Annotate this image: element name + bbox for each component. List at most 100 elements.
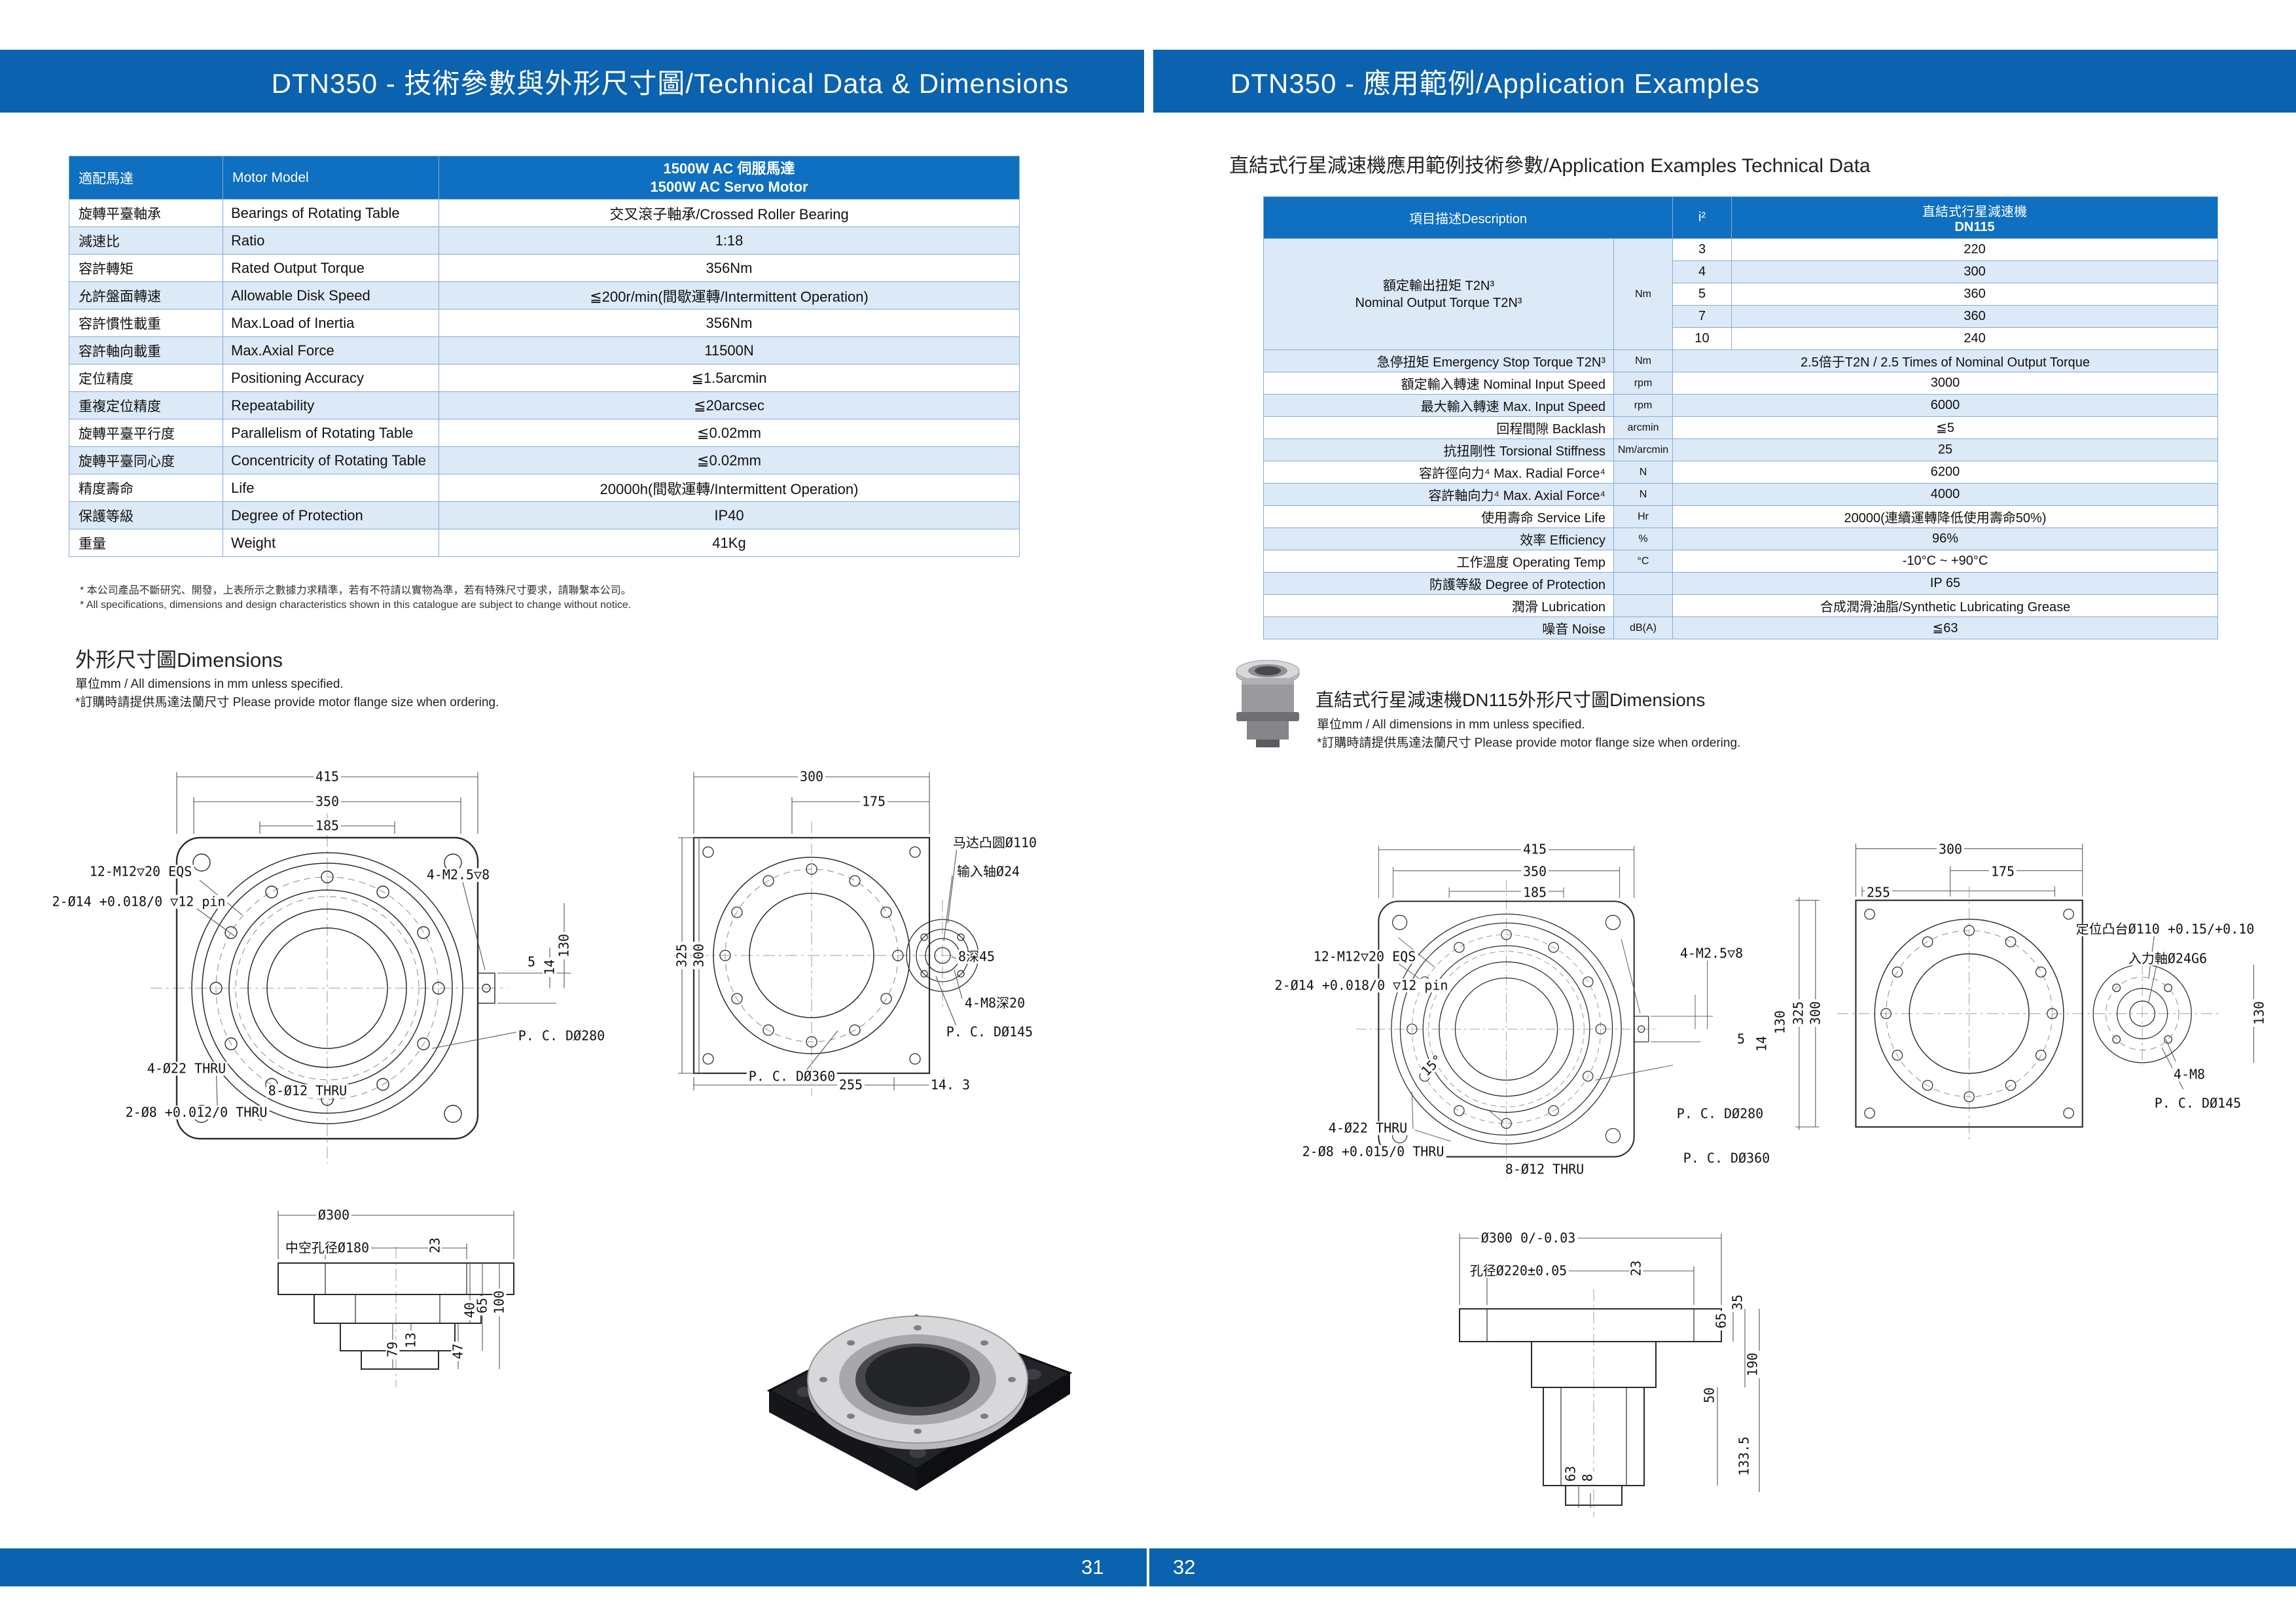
dim-label: P. C. DØ360 — [1681, 1151, 1772, 1166]
dim-label: 14. 3 — [928, 1078, 973, 1092]
disclaimer-en: * All specifications, dimensions and des… — [80, 599, 632, 611]
application-data-table: 項目描述Description i² 直結式行星減速機 DN115 額定輸出扭矩… — [1263, 196, 2219, 639]
right-page-header-banner: DTN350 - 應用範例/Application Examples — [1153, 50, 2296, 113]
application-data-title: 直結式行星減速機應用範例技術參數/Application Examples Te… — [1229, 155, 1871, 177]
dim-label: 185 — [1520, 885, 1549, 900]
dim-label: 孔径Ø220±0.05 — [1467, 1264, 1570, 1278]
dim-label: 14 — [542, 957, 558, 978]
dim-label: 23 — [1628, 1258, 1644, 1279]
motor-value-line2: 1500W AC Servo Motor — [650, 178, 808, 195]
dim-label: 50 — [1702, 1385, 1717, 1406]
dim-label: 47 — [450, 1341, 466, 1362]
dim-label: 255 — [836, 1078, 865, 1092]
dim-label: 4-M2.5▽8 — [424, 868, 492, 882]
dim-label: 4-M8深20 — [962, 996, 1028, 1010]
actuator-3d-image — [766, 1314, 1073, 1491]
spec-header-motor-en: Motor Model — [223, 156, 439, 200]
order-note-right: *訂購時請提供馬達法蘭尺寸 Please provide motor flang… — [1317, 736, 1741, 750]
front-view-geometry — [151, 772, 571, 1164]
dim-label: 350 — [1520, 865, 1549, 879]
dim-label: 入力軸Ø24G6 — [2126, 952, 2210, 966]
technical-data-table: 適配馬達 Motor Model 1500W AC 伺服馬達 1500W AC … — [69, 156, 1020, 557]
gearbox-photo-image — [1236, 660, 1300, 747]
dim-label: 300 — [797, 770, 826, 784]
page-number-right: 32 — [1173, 1556, 1196, 1578]
front-view-geometry-right — [1356, 846, 1713, 1178]
dim-label: 4-M2.5▽8 — [1677, 946, 1746, 961]
app-header-description: 項目描述Description — [1263, 196, 1674, 239]
dim-label: 4-Ø22 THRU — [1326, 1121, 1410, 1135]
dim-label: 130 — [2251, 999, 2267, 1027]
dim-label: P. C. DØ145 — [2152, 1096, 2244, 1111]
dim-label: 定位凸台Ø110 +0.15/+0.10 — [2073, 922, 2257, 936]
gearbox-photo — [1227, 654, 1309, 753]
spec-header-row: 適配馬達 Motor Model 1500W AC 伺服馬達 1500W AC … — [69, 156, 1020, 200]
dim-label: 133.5 — [1736, 1434, 1752, 1478]
dim-label: 5 — [1734, 1032, 1748, 1046]
dim-label: 63 — [1563, 1463, 1579, 1484]
dim-label: 300 — [691, 941, 707, 970]
dim-label: 5 — [525, 955, 538, 969]
dim-label: 325 — [674, 941, 690, 970]
dim-label: 23 — [427, 1235, 443, 1256]
dim-label: 300 — [1808, 999, 1823, 1027]
dim-label: 输入轴Ø24 — [954, 865, 1022, 879]
spec-header-motor-value: 1500W AC 伺服馬達 1500W AC Servo Motor — [439, 156, 1020, 200]
dim-label: Ø300 0/-0.03 — [1479, 1231, 1578, 1245]
dim-label: 100 — [492, 1288, 507, 1317]
dim-label: 14 — [1754, 1033, 1770, 1054]
right-page-title: DTN350 - 應用範例/Application Examples — [1230, 67, 1760, 99]
dim-label: 8-Ø12 THRU — [266, 1084, 350, 1098]
dim-label: 300 — [1936, 842, 1965, 857]
dimensions-section-title: 外形尺寸圖Dimensions — [75, 649, 283, 671]
dim-label: P. C. DØ360 — [746, 1069, 838, 1084]
dim-label: 4-Ø22 THRU — [145, 1061, 228, 1076]
dim-label: 8深45 — [956, 950, 997, 964]
dim-label: P. C. DØ280 — [1674, 1107, 1766, 1121]
app-row: 工作溫度 Operating Temp°C-10°C ~ +90°C — [1263, 550, 2219, 573]
dim-label: 255 — [1864, 885, 1893, 900]
dim-label: 2-Ø8 +0.012/0 THRU — [123, 1105, 270, 1120]
app-row: 效率 Efficiency%96% — [1263, 527, 2219, 550]
dim-label: 35 — [1730, 1292, 1746, 1313]
dim-label: 79 — [385, 1339, 401, 1360]
section-view-geometry — [278, 1211, 514, 1387]
motor-value-line1: 1500W AC 伺服馬達 — [663, 160, 795, 177]
dim-label: 8 — [1580, 1471, 1596, 1484]
dim-label: 马达凸圆Ø110 — [950, 836, 1039, 850]
product-3d-render — [720, 1178, 1086, 1492]
dim-label: 65 — [475, 1295, 490, 1316]
app-model-line2: DN115 — [1954, 219, 1995, 234]
left-page-header-banner: DTN350 - 技術參數與外形尺寸圖/Technical Data & Dim… — [0, 50, 1144, 113]
dim-label: P. C. DØ280 — [516, 1029, 607, 1043]
footer-bar: 31 32 — [0, 1548, 2296, 1586]
dim-label: 13 — [403, 1330, 419, 1351]
unit-note-right: 單位mm / All dimensions in mm unless speci… — [1317, 718, 1585, 732]
dim-label: 12-M12▽20 EQS — [87, 865, 194, 879]
dim-label: P. C. DØ145 — [944, 1025, 1035, 1039]
app-header-row: 項目描述Description i² 直結式行星減速機 DN115 — [1263, 196, 2219, 239]
side-view-geometry — [1795, 844, 2254, 1141]
dim-label: 4-M8 — [2171, 1067, 2208, 1082]
